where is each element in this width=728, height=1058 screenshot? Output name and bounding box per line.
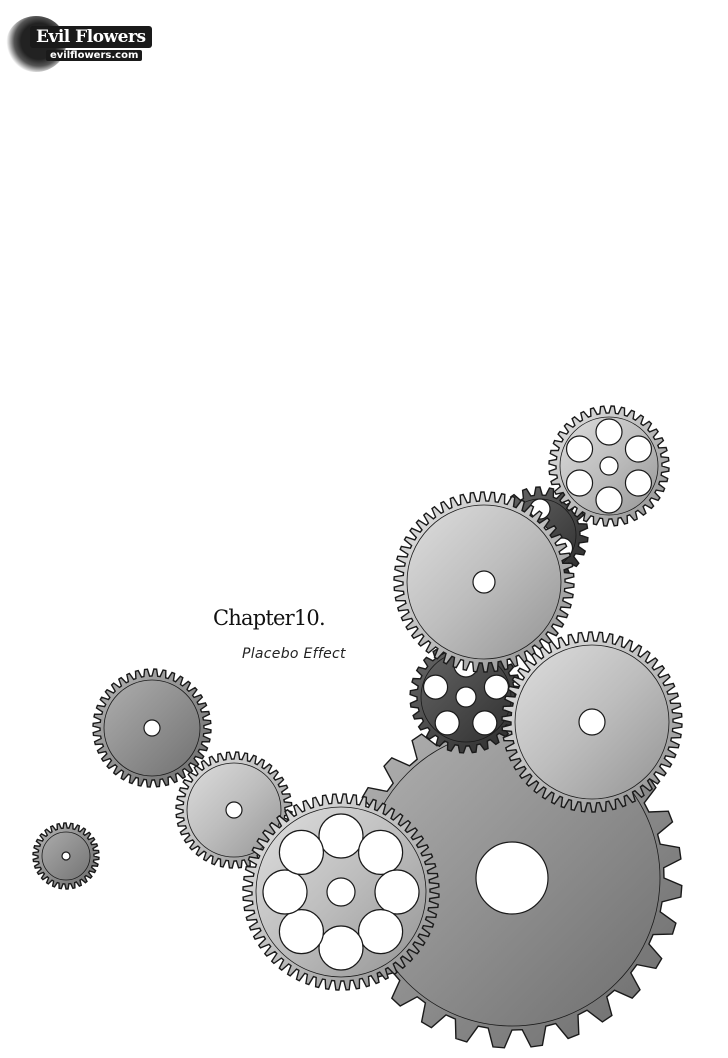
watermark-title: Evil Flowers bbox=[30, 26, 152, 48]
chapter-title: Chapter10. bbox=[213, 606, 326, 630]
scanlation-watermark: Evil Flowers evilflowers.com bbox=[6, 10, 160, 72]
watermark-url: evilflowers.com bbox=[46, 50, 143, 61]
medium-gear-left bbox=[92, 668, 212, 788]
small-gear-far-left bbox=[32, 822, 100, 890]
large-gear-right bbox=[501, 631, 683, 813]
spoked-gear-bottom bbox=[242, 793, 440, 991]
large-gear-top bbox=[393, 491, 575, 673]
small-gear-top-right bbox=[548, 405, 670, 527]
chapter-subtitle: Placebo Effect bbox=[242, 646, 346, 662]
